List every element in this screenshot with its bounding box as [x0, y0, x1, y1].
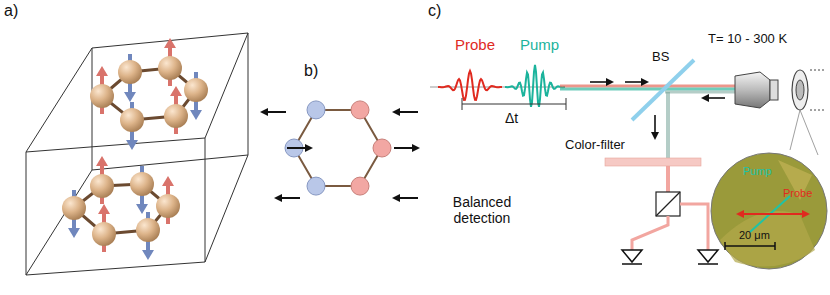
atom	[373, 139, 391, 157]
displacement-arrow	[394, 111, 418, 113]
displacement-arrow	[394, 147, 418, 149]
label: b)	[304, 62, 318, 80]
spin-head	[190, 110, 202, 120]
label: T= 10 - 300 K	[708, 32, 787, 47]
label: Probe	[455, 36, 495, 53]
label: Color-filter	[565, 138, 625, 153]
spin-head	[96, 156, 108, 166]
atom	[307, 101, 325, 119]
spin-head	[126, 140, 138, 150]
spin-head	[68, 228, 80, 238]
label: Δt	[505, 110, 518, 126]
spin-head	[124, 92, 136, 102]
atom	[351, 101, 369, 119]
atom	[118, 60, 142, 84]
displacement-arrow	[262, 111, 286, 113]
atom	[158, 56, 182, 80]
atom	[136, 218, 160, 242]
label: Balanced detection	[442, 194, 522, 226]
atom	[130, 172, 154, 196]
atom	[156, 194, 180, 218]
atom	[90, 174, 114, 198]
displacement-arrow	[394, 197, 418, 199]
inset-label: Pump	[743, 165, 772, 177]
pulse	[438, 71, 502, 100]
pulse	[505, 65, 565, 107]
microscope-inset: PumpProbe 20 μm	[711, 153, 827, 269]
spin-head	[162, 176, 174, 186]
atom	[92, 222, 116, 246]
atom	[62, 196, 86, 220]
label: a)	[4, 2, 18, 20]
displacement-arrow	[276, 197, 300, 199]
atom	[90, 84, 114, 108]
inset-label: 20 μm	[739, 229, 770, 241]
displacement-arrow	[287, 147, 311, 149]
spin-head	[142, 250, 154, 260]
inset-label: Probe	[783, 187, 812, 199]
label: Pump	[520, 36, 559, 53]
spin-head	[96, 66, 108, 76]
atom	[307, 177, 325, 195]
spin-head	[164, 38, 176, 48]
spin-head	[98, 204, 110, 214]
label: c)	[428, 2, 441, 20]
label: BS	[652, 50, 669, 65]
atom	[184, 78, 208, 102]
atom	[120, 108, 144, 132]
atom	[351, 177, 369, 195]
spin-head	[170, 86, 182, 96]
atom	[164, 104, 188, 128]
